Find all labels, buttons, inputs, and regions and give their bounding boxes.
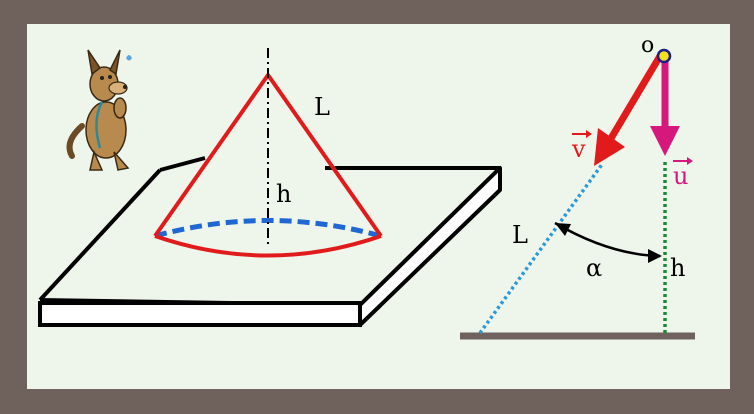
pendulum-height-label: h — [670, 254, 685, 282]
vector-v-arrow — [594, 54, 664, 166]
diagram-panel — [27, 24, 730, 389]
platform — [38, 156, 502, 327]
vector-v-text: v — [571, 135, 586, 163]
origin-label: o — [641, 33, 654, 58]
vector-v-label: v — [571, 130, 592, 163]
dog-icon — [66, 49, 132, 171]
vector-u-text: u — [673, 162, 688, 190]
pivot-point — [656, 48, 672, 64]
angle-arc — [554, 221, 662, 263]
angle-label: α — [586, 254, 602, 282]
cone — [153, 48, 383, 258]
cone-height-label: h — [276, 180, 291, 208]
pendulum-length-label: L — [512, 221, 528, 249]
vector-u-arrow — [650, 58, 680, 156]
vector-u-label: u — [673, 157, 693, 190]
pendulum-line — [478, 161, 605, 335]
cone-slant-label: L — [314, 93, 330, 121]
